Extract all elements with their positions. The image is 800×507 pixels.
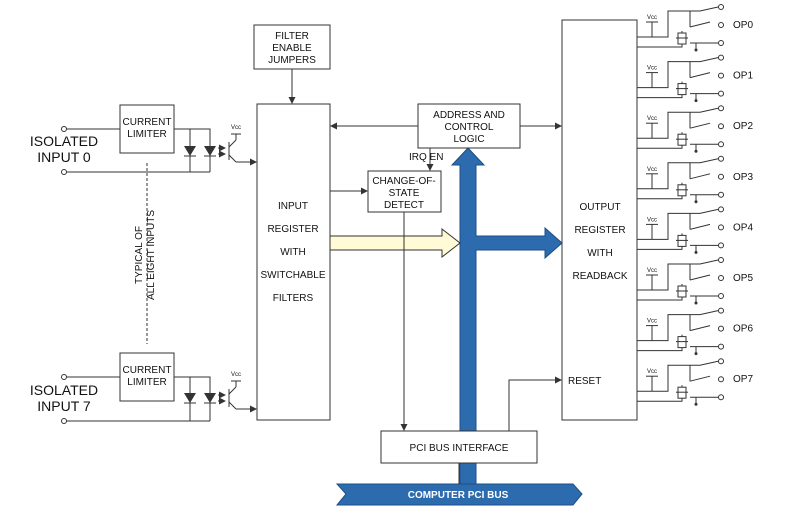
address-logic-line: CONTROL (445, 122, 494, 133)
current-limiter-line: CURRENT (123, 365, 172, 376)
isolated-input-0-line: INPUT 0 (37, 149, 91, 165)
vcc-label: Vcc (647, 116, 657, 122)
output-label: OP0 (733, 20, 753, 31)
typical-note-line: TYPICAL OF (134, 226, 145, 284)
input-register-line: INPUT (278, 201, 308, 212)
input-data-arrow (329, 227, 461, 259)
vcc-label: Vcc (231, 125, 241, 131)
input-channel-0: ISOLATED INPUT 0 CURRENT LIMITER Vcc (30, 104, 257, 175)
vcc-label: Vcc (647, 66, 657, 72)
isolated-input-7-line: ISOLATED (30, 382, 98, 398)
pci-interface-label: PCI BUS INTERFACE (410, 443, 509, 454)
input-register-line: SWITCHABLE (260, 270, 325, 281)
vcc-label: Vcc (647, 217, 657, 223)
diode-icon (184, 393, 196, 403)
pci-bus-interface: PCI BUS INTERFACE (380, 430, 538, 464)
address-logic-line: LOGIC (453, 134, 484, 145)
vcc-label: Vcc (647, 268, 657, 274)
address-control-logic: ADDRESS AND CONTROL LOGIC (417, 103, 521, 149)
output-channels: VccOP0VccOP1VccOP2VccOP3VccOP4VccOP5VccO… (637, 4, 753, 406)
cos-detect-line: CHANGE-OF- (372, 176, 435, 187)
filter-jumpers-line: ENABLE (272, 43, 312, 54)
input-channel-7: ISOLATED INPUT 7 CURRENT LIMITER Vcc (30, 352, 257, 424)
cos-detect-line: STATE (389, 188, 420, 199)
led-icon (204, 393, 216, 403)
vcc-label: Vcc (647, 167, 657, 173)
current-limiter-0 (119, 104, 175, 154)
diode-icon (184, 146, 196, 156)
irq-en-label: IRQ EN (409, 152, 443, 163)
output-register: OUTPUT REGISTER WITH READBACK RESET (561, 19, 638, 421)
filter-jumpers-line: FILTER (275, 31, 309, 42)
vcc-label: Vcc (647, 15, 657, 21)
vcc-label: Vcc (647, 319, 657, 325)
current-limiter-line: CURRENT (123, 117, 172, 128)
led-icon (204, 146, 216, 156)
output-register-line: READBACK (572, 271, 627, 282)
vcc-label: Vcc (647, 369, 657, 375)
filter-enable-jumpers: FILTER ENABLE JUMPERS (253, 24, 331, 70)
input-register: INPUT REGISTER WITH SWITCHABLE FILTERS (256, 103, 331, 421)
reset-label: RESET (568, 376, 601, 387)
output-label: OP6 (733, 324, 753, 335)
output-register-line: WITH (587, 248, 613, 259)
current-limiter-7 (119, 352, 175, 402)
current-limiter-line: LIMITER (127, 377, 166, 388)
current-limiter-line: LIMITER (127, 129, 166, 140)
input-register-line: REGISTER (267, 224, 318, 235)
output-register-line: OUTPUT (579, 202, 620, 213)
address-logic-line: ADDRESS AND (433, 110, 505, 121)
computer-pci-bus-label: COMPUTER PCI BUS (408, 490, 509, 501)
output-label: OP2 (733, 121, 753, 132)
output-label: OP3 (733, 172, 753, 183)
vcc-label: Vcc (231, 372, 241, 378)
typical-of-all-eight-inputs: TYPICAL OF ALL EIGHT INPUTS (134, 210, 157, 300)
output-label: OP1 (733, 71, 753, 82)
output-label: OP5 (733, 273, 753, 284)
typical-note-line: ALL EIGHT INPUTS (146, 210, 157, 300)
input-register-line: WITH (280, 247, 306, 258)
filter-jumpers-line: JUMPERS (268, 55, 316, 66)
output-label: OP7 (733, 374, 753, 385)
computer-pci-bus: COMPUTER PCI BUS (335, 483, 583, 506)
isolated-input-7-line: INPUT 7 (37, 398, 91, 414)
output-label: OP4 (733, 222, 753, 233)
isolated-input-0-line: ISOLATED (30, 133, 98, 149)
change-of-state-detect: CHANGE-OF- STATE DETECT (367, 170, 442, 213)
output-register-line: REGISTER (574, 225, 625, 236)
pci-bus-arrow (335, 483, 583, 506)
input-register-line: FILTERS (273, 293, 314, 304)
cos-detect-line: DETECT (384, 200, 424, 211)
